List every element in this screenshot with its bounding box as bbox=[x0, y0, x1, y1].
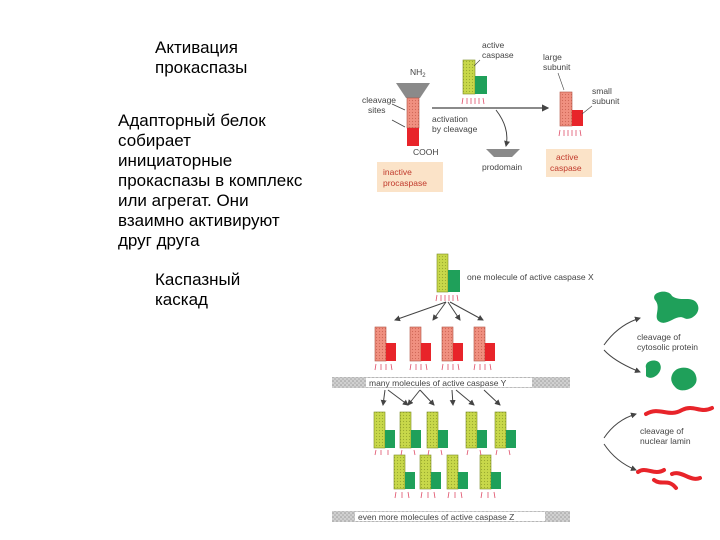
band-caspase-y-label-bg bbox=[366, 378, 532, 387]
arrow-to-cytosolic-protein bbox=[603, 316, 641, 346]
active-caspase-pointer bbox=[473, 59, 481, 67]
prodomain-head bbox=[396, 83, 430, 98]
arrow-to-cleaved-cytosolic bbox=[603, 349, 641, 373]
cytosolic-protein-shape bbox=[654, 291, 699, 323]
activity-marks-top bbox=[461, 97, 485, 105]
lamin-fragment-1 bbox=[636, 468, 666, 474]
large-subunit-pointer bbox=[557, 72, 565, 91]
active-caspase-box bbox=[546, 149, 592, 177]
cleaved-small-subunit bbox=[572, 110, 583, 126]
caspase-y-row bbox=[374, 326, 495, 362]
nh2-label: NH2 bbox=[410, 67, 426, 79]
activity-marks-right bbox=[558, 129, 582, 137]
cleaved-large-subunit bbox=[559, 91, 573, 127]
lamin-fragment-3 bbox=[652, 478, 678, 490]
many-molecules-label: many molecules of active caspase Y bbox=[369, 378, 507, 388]
caspase-z-row-2 bbox=[393, 454, 501, 490]
caspase-z-activity-marks bbox=[374, 449, 511, 499]
arrows-x-to-y bbox=[394, 301, 484, 322]
caspase-x-small bbox=[448, 270, 460, 292]
arrow-to-nuclear-lamin bbox=[603, 412, 637, 439]
caspase-z-row-1 bbox=[373, 411, 516, 449]
active-caspase-small-subunit bbox=[475, 76, 487, 94]
active-caspase-large-subunit bbox=[462, 59, 476, 95]
even-more-label: even more molecules of active caspase Z bbox=[358, 512, 514, 522]
caspase-cascade-diagram: one molecule of active caspase X bbox=[332, 253, 714, 522]
prodomain-label: prodomain bbox=[482, 162, 522, 172]
lamin-fragment-2 bbox=[670, 471, 702, 481]
inactive-procaspase-box bbox=[377, 162, 443, 192]
caspase-y-activity-marks bbox=[374, 363, 492, 371]
cleaved-fragment-1 bbox=[645, 360, 661, 378]
arrows-y-to-z bbox=[380, 389, 501, 406]
small-subunit-bar bbox=[407, 128, 419, 146]
band-caspase-z-label-bg bbox=[355, 512, 545, 521]
large-subunit-bar bbox=[406, 97, 420, 129]
cascade-title: Каспазный каскад bbox=[155, 270, 241, 310]
prodomain-shape bbox=[486, 149, 520, 157]
caspase-x-large bbox=[436, 253, 449, 293]
adaptor-protein-text: Адапторный белок собирает инициаторные п… bbox=[118, 111, 303, 251]
prodomain-arrow bbox=[495, 109, 511, 147]
one-molecule-label: one molecule of active caspase X bbox=[467, 272, 594, 282]
small-subunit-pointer bbox=[581, 105, 593, 115]
cooh-label: COOH bbox=[413, 147, 439, 157]
cleavage-site-pointer-1 bbox=[391, 103, 406, 111]
nuclear-lamin-shape bbox=[644, 406, 714, 416]
activation-title: Активация прокаспазы bbox=[155, 38, 248, 78]
cleaved-fragment-2 bbox=[671, 367, 697, 391]
cleavage-site-pointer-2 bbox=[391, 119, 406, 128]
arrow-to-cleaved-lamin bbox=[603, 443, 637, 471]
caspase-x-activity-marks bbox=[435, 294, 459, 302]
